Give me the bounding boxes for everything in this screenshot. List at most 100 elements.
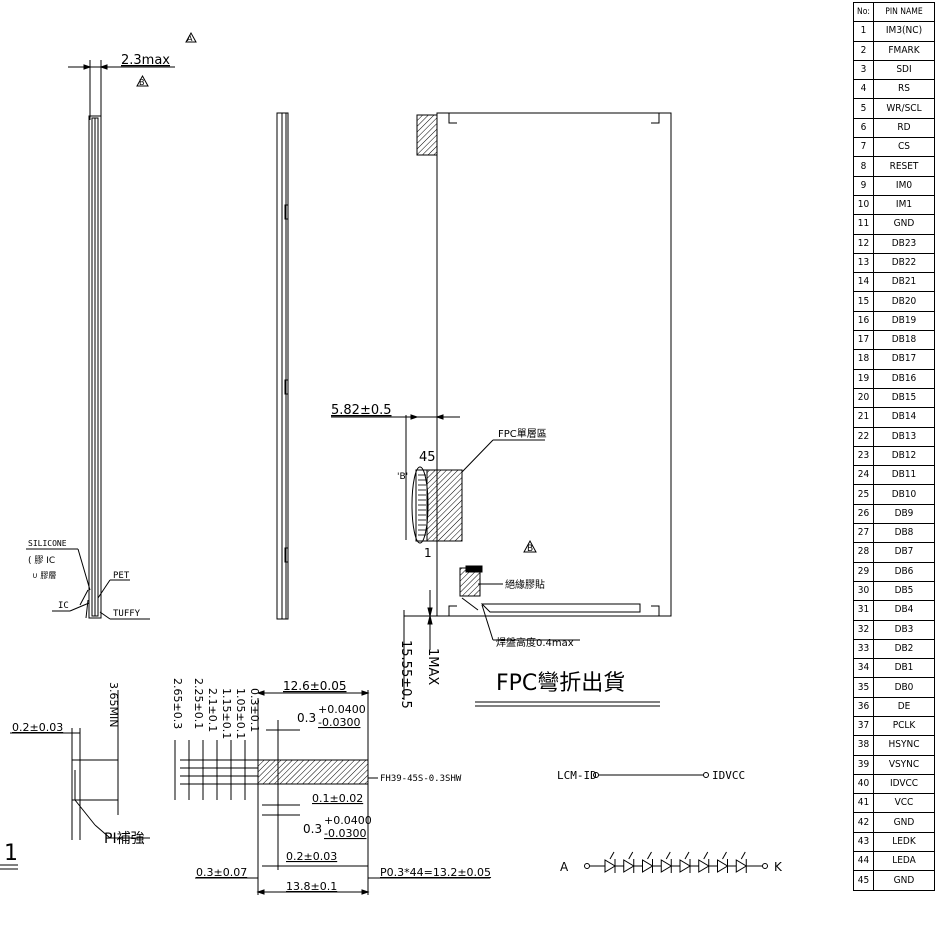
- tol-top-plus: +0.0400: [318, 703, 366, 716]
- pin-number: 36: [853, 696, 874, 717]
- front-rev-mark-b: B: [527, 544, 533, 554]
- dim-15-55: 15.55±0.5: [398, 640, 413, 709]
- pin-number: 18: [853, 349, 874, 370]
- pin-name: VCC: [873, 793, 935, 814]
- pin-name: DB8: [873, 523, 935, 544]
- pin-name: DB22: [873, 252, 935, 274]
- pin-name: CS: [873, 137, 935, 158]
- lcm-id-label: LCM-ID: [557, 769, 597, 782]
- dim-pitch: P0.3*44=13.2±0.05: [380, 866, 491, 879]
- pin-name: IM1: [873, 194, 935, 216]
- pin-number: 37: [853, 715, 874, 737]
- pin-name: DB15: [873, 387, 935, 409]
- front-view: [331, 112, 672, 707]
- tol-mid-plus: +0.0400: [324, 814, 372, 827]
- stack-dim-1: 2.65±0.3: [171, 678, 184, 729]
- pet-label: PET: [113, 571, 130, 581]
- side-rev-mark-b: B: [139, 78, 145, 87]
- pin-number: 11: [853, 214, 874, 235]
- pin-number: 17: [853, 330, 874, 351]
- pin-number: 7: [853, 137, 874, 158]
- pin-name: DB4: [873, 600, 935, 621]
- dim-0-3-b: 0.3±0.07: [196, 866, 247, 879]
- col-pin-name-header: PIN NAME: [873, 1, 935, 23]
- pin-number: 12: [853, 233, 874, 254]
- pin-number: 45: [853, 870, 874, 891]
- detail-b-label: 'B': [397, 472, 408, 482]
- led-string: [584, 851, 768, 873]
- pin-number: 24: [853, 465, 874, 486]
- led-diode: [604, 851, 624, 873]
- pin-number: 9: [853, 175, 874, 196]
- pin-number: 34: [853, 658, 874, 679]
- fpc-stiffener-detail: [0, 690, 150, 870]
- led-diode: [679, 851, 699, 873]
- pin-name: DB0: [873, 677, 935, 698]
- pin-name: DB21: [873, 272, 935, 293]
- pin-number: 23: [853, 445, 874, 467]
- pin-number: 1: [853, 21, 874, 42]
- pin-name: DB13: [873, 426, 935, 447]
- fpc-bend-note: FPC彎折出貨: [496, 671, 625, 696]
- dim-1max: 1MAX: [425, 648, 440, 685]
- pin-name: DB19: [873, 310, 935, 332]
- led-diode: [698, 851, 718, 873]
- pin-number: 14: [853, 272, 874, 293]
- pin-number: 21: [853, 407, 874, 428]
- silicone-label: SILICONE: [28, 539, 67, 548]
- pin-number: 13: [853, 252, 874, 274]
- pin-name: DB14: [873, 407, 935, 428]
- table-header-row: No: PIN NAME: [853, 1, 935, 23]
- idvcc-label: IDVCC: [712, 769, 745, 782]
- stack-dim-5: 1.05±0.1: [234, 688, 247, 739]
- pin-name: DB23: [873, 233, 935, 254]
- dim-0-1: 0.1±0.02: [312, 792, 363, 805]
- pi-stiffener-label: PI補強: [104, 831, 145, 847]
- edge-profile: [276, 112, 289, 620]
- pin-name: DE: [873, 696, 935, 717]
- insulation-tape-label: 絕緣膠貼: [505, 578, 545, 591]
- pin-number: 33: [853, 638, 874, 660]
- stack-dim-4: 1.15±0.1: [220, 688, 233, 739]
- led-diode: [623, 851, 643, 873]
- pin-name: DB7: [873, 542, 935, 563]
- pin-name: IDVCC: [873, 773, 935, 795]
- pin-name: DB17: [873, 349, 935, 370]
- pin-name: SDI: [873, 59, 935, 81]
- pin-name: IM3(NC): [873, 21, 935, 42]
- led-diode: [735, 851, 755, 873]
- pin-number: 3: [853, 59, 874, 81]
- pin-number: 6: [853, 117, 874, 139]
- pin-name: PCLK: [873, 715, 935, 737]
- col-no-header: No:: [853, 1, 874, 23]
- pin-number: 27: [853, 523, 874, 544]
- pin-number: 41: [853, 793, 874, 814]
